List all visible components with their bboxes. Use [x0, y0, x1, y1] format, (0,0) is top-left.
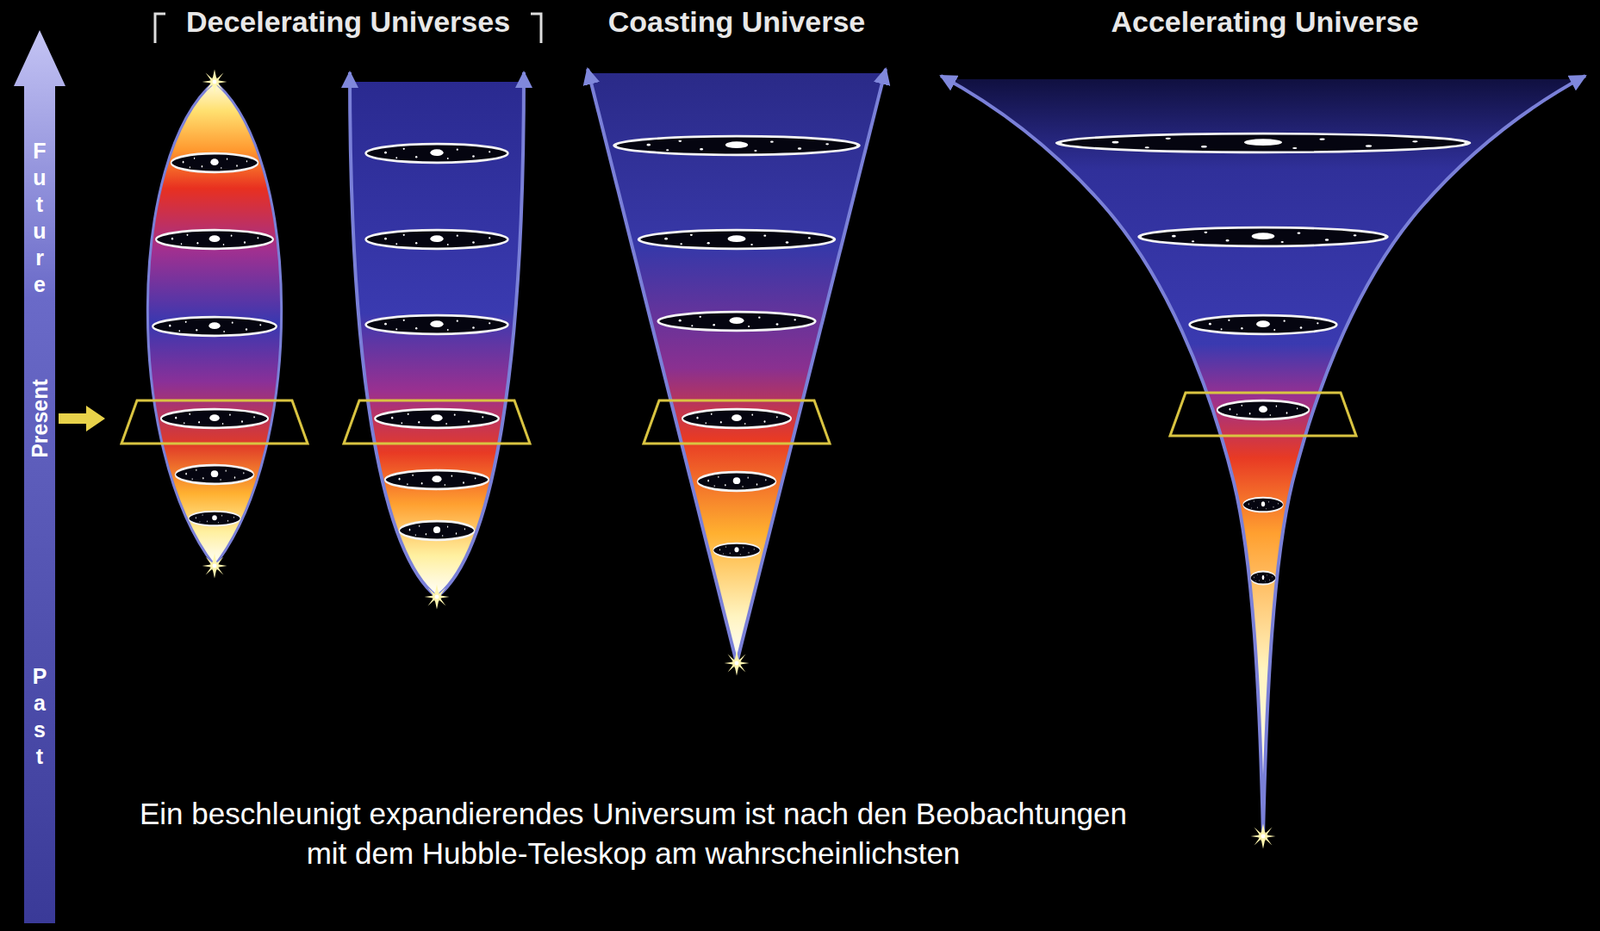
galaxy-disc — [682, 409, 791, 429]
galaxy-disc — [1250, 572, 1276, 586]
galaxy-disc — [374, 409, 499, 429]
time-label: Future — [32, 137, 48, 299]
galaxy-discs — [152, 133, 1468, 585]
present-frame — [343, 400, 530, 444]
present-marker-arrow — [58, 405, 106, 432]
galaxy-disc — [366, 230, 509, 250]
expansion-arrow — [1263, 75, 1586, 837]
galaxy-disc — [713, 543, 760, 559]
galaxy-disc — [1243, 498, 1284, 513]
galaxy-disc — [1058, 133, 1468, 153]
galaxy-disc — [188, 511, 241, 527]
accelerating-universe-shape — [944, 79, 1582, 837]
galaxy-disc — [385, 470, 489, 490]
expansion-arrow — [940, 75, 1264, 837]
present-frame — [121, 400, 308, 444]
singularity-star — [424, 585, 450, 611]
galaxy-disc — [1217, 400, 1310, 420]
galaxy-disc — [697, 472, 776, 492]
universe-heading: Accelerating Universe — [1110, 5, 1419, 39]
expansion-arrow — [587, 68, 737, 664]
galaxy-disc — [161, 409, 268, 429]
galaxy-disc — [1189, 315, 1338, 335]
singularity-star — [1251, 824, 1277, 850]
singularity-star — [202, 554, 228, 579]
closed-universe-shape — [147, 81, 281, 567]
galaxy-disc — [1139, 227, 1387, 247]
universe-heading: Coasting Universe — [608, 5, 866, 39]
galaxy-disc — [174, 465, 254, 485]
universe-heading: Decelerating Universes — [186, 5, 511, 39]
time-label: Past — [32, 663, 48, 771]
expansion-arrow — [736, 68, 886, 664]
time-axis-arrow — [13, 30, 66, 924]
galaxy-disc — [639, 230, 835, 250]
galaxy-disc — [155, 230, 274, 250]
galaxy-disc — [658, 311, 816, 331]
decelerating-universe-shape — [349, 81, 524, 598]
heading-bracket — [530, 13, 542, 44]
galaxy-disc — [152, 317, 277, 337]
galaxy-disc — [366, 315, 509, 335]
galaxy-disc — [171, 153, 259, 173]
caption: Ein beschleunigt expandierendes Universu… — [129, 794, 1138, 873]
time-label: Present — [27, 379, 53, 459]
galaxy-disc — [614, 136, 859, 156]
singularity-star — [202, 69, 228, 95]
present-frame — [643, 400, 830, 444]
coasting-universe-shape — [588, 73, 885, 664]
singularity-star — [724, 651, 750, 677]
heading-bracket — [155, 13, 166, 44]
present-frame — [1170, 392, 1357, 436]
galaxy-disc — [366, 143, 509, 163]
galaxy-disc — [398, 521, 474, 541]
